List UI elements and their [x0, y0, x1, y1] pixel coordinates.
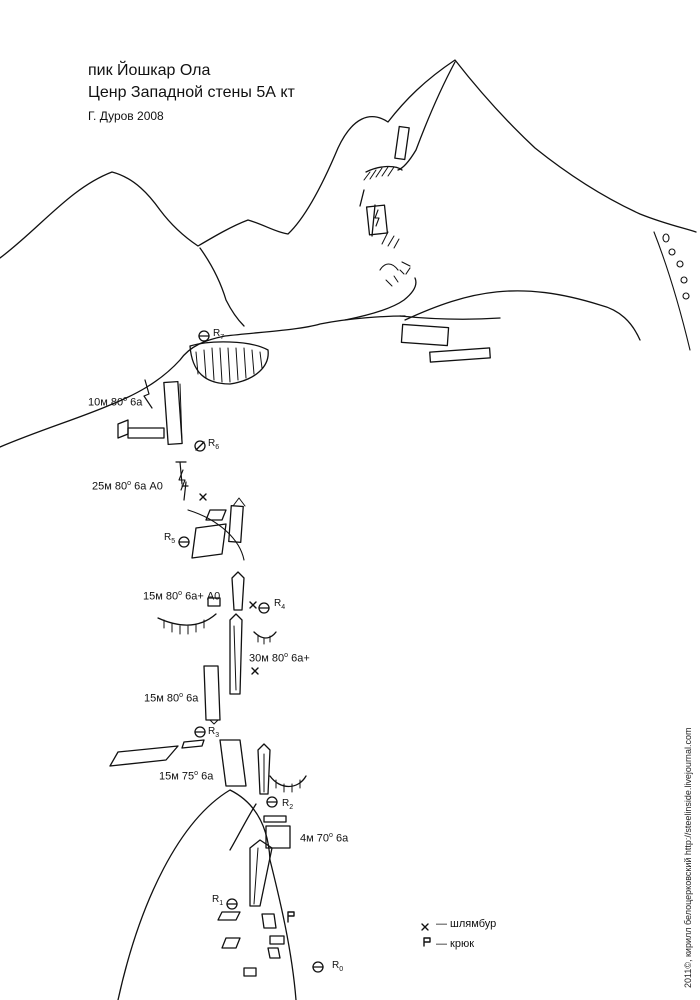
summit-block	[365, 204, 389, 236]
pitch-2-features	[263, 815, 291, 849]
foothill-line	[199, 247, 245, 327]
pitch-label-6: 15м 80o 6а+ А0	[143, 590, 221, 603]
approach-scribbles	[381, 231, 400, 249]
pitch-1-features	[217, 839, 285, 977]
summit-dihedral	[394, 125, 410, 161]
route-title-peak: пик Йошкар Ола	[88, 62, 211, 79]
belay-label-R3: R3	[208, 726, 220, 739]
scree-marks	[385, 269, 405, 287]
pitch-label-3: 15м 75o 6а	[159, 770, 214, 783]
belay-label-R1: R1	[212, 894, 224, 907]
copyright-credit: 2011©, кирилл белоцерковский http://stee…	[683, 727, 693, 988]
pitch-5-features	[229, 613, 277, 695]
east-ridge	[404, 290, 641, 341]
belay-label-R4: R4	[274, 598, 286, 611]
snowfield-block-2	[429, 347, 491, 363]
bolt-mark	[199, 493, 207, 501]
belay-label-R7: R7	[213, 328, 225, 341]
lower-ridge-left	[0, 315, 406, 448]
summit-crack	[397, 61, 456, 171]
pitch-6-features	[157, 571, 245, 635]
summit-overhang	[365, 165, 403, 173]
belay-symbol-R5	[178, 536, 190, 548]
belay-label-R0: R0	[332, 960, 344, 973]
piton-mark	[287, 911, 295, 923]
bolt-marks	[199, 493, 429, 931]
bolt-mark	[249, 601, 257, 609]
summit-roof-hatch	[195, 347, 263, 383]
pitch-3-features	[219, 739, 307, 795]
legend-piton: — крюк	[436, 938, 474, 950]
belay-symbol-R2	[266, 796, 278, 808]
snowfield-block-1	[400, 323, 450, 347]
route-author: Г. Дуров 2008	[88, 109, 164, 123]
pitch-label-8: 10м 80o 6а	[88, 396, 143, 409]
pitch-4-features	[109, 665, 221, 767]
belay-label-R2: R2	[282, 798, 294, 811]
bolt-mark	[421, 923, 429, 931]
legend-piton-label: — крюк	[436, 938, 475, 950]
summit-overhang-hatch	[363, 166, 395, 181]
approach-arrow	[379, 261, 411, 275]
belay-symbol-R7	[198, 330, 210, 342]
bolt-mark	[251, 667, 259, 675]
belay-symbol-R6	[194, 440, 206, 452]
legend-bolt: — шлямбур	[436, 918, 496, 930]
belay-symbol-R1	[226, 898, 238, 910]
belay-label-R5: R5	[164, 532, 176, 545]
belay-symbol-R0	[312, 961, 324, 973]
pitch-7-features	[175, 461, 246, 561]
piton-marks	[287, 911, 431, 947]
legend-bolt-label: — шлямбур	[436, 918, 497, 930]
belay-symbol-R3	[194, 726, 206, 738]
mountain-ridge-outline	[0, 59, 697, 259]
pitch-label-4: 15м 80o 6а	[144, 692, 199, 705]
summit-roof	[189, 341, 269, 385]
pitch-8-features	[117, 379, 183, 446]
belay-symbol-R4	[258, 602, 270, 614]
pitch-label-7: 25м 80o 6а А0	[92, 480, 163, 493]
lower-ridge-right	[399, 315, 501, 320]
lower-buttress-line	[229, 803, 257, 851]
summit-lightning	[374, 209, 380, 227]
snow-ramp-line	[344, 277, 417, 321]
route-title-wall: Ценр Западной стены 5А кт	[88, 84, 295, 101]
belay-label-R6: R6	[208, 438, 220, 451]
belay-symbols	[178, 330, 324, 973]
piton-mark	[423, 937, 431, 947]
lower-buttress	[117, 789, 297, 1000]
summit-gully	[359, 189, 376, 237]
pitch-label-2: 4м 70o 6а	[300, 832, 349, 845]
right-boulders	[653, 231, 691, 351]
pitch-label-5: 30м 80o 6а+	[249, 652, 310, 665]
